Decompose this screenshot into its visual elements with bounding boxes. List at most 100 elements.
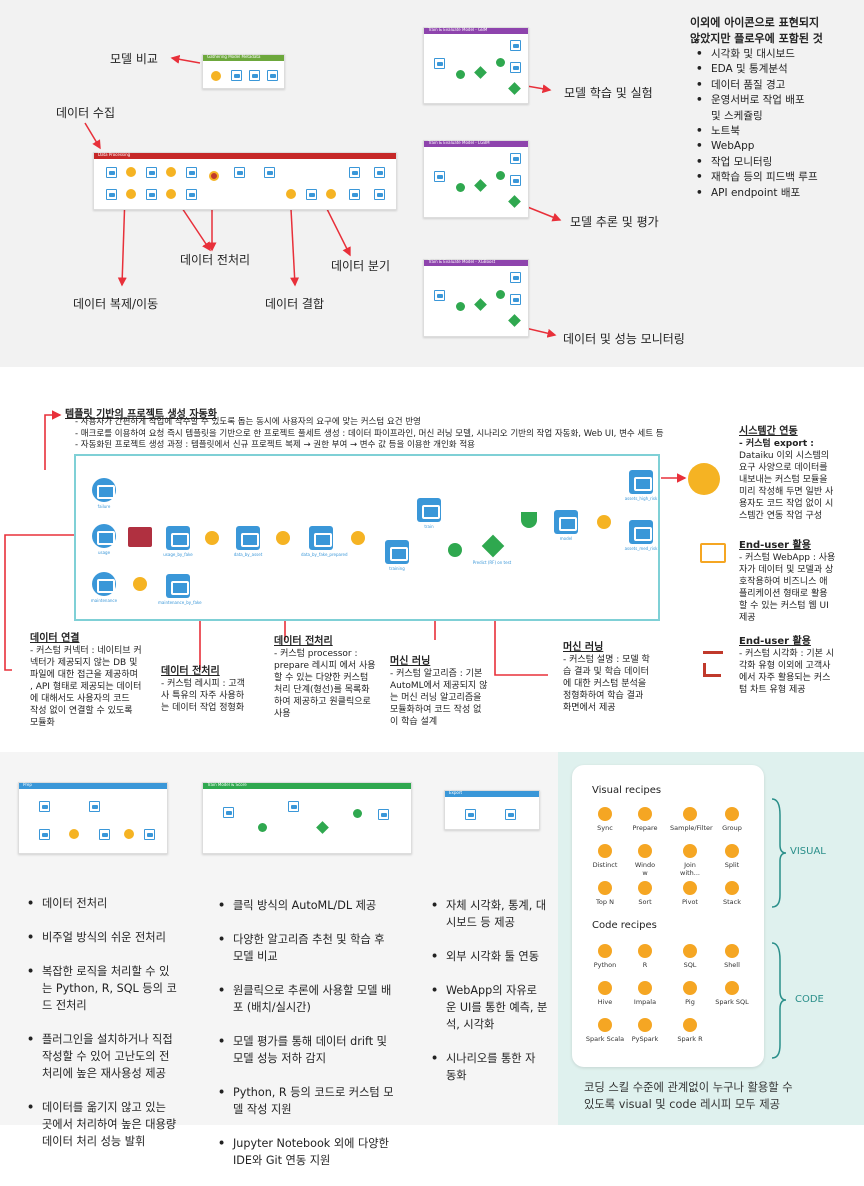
- recipe-label: Python: [593, 961, 617, 969]
- node-data-by-asset[interactable]: [236, 526, 260, 550]
- recipe-icon-visual[interactable]: [598, 881, 612, 895]
- recipe-icon-visual[interactable]: [638, 844, 652, 858]
- recipe-label: PySpark: [631, 1035, 659, 1043]
- flow-gathering-metadata[interactable]: Gathering Model Metadata: [202, 54, 285, 89]
- recipe-icon-code[interactable]: [598, 944, 612, 958]
- flow-title: Prep: [23, 782, 32, 787]
- recipe-icon-visual[interactable]: [598, 807, 612, 821]
- side-list-title: 이외에 아이콘으로 표현되지 않았지만 플로우에 포함된 것: [690, 15, 823, 47]
- bullet: 플러그인을 설치하거나 직접 작성할 수 있어 고난도의 전 처리에 높은 재사…: [24, 1031, 204, 1082]
- node-train[interactable]: [417, 498, 441, 522]
- label-model-train: 모델 학습 및 실험: [564, 86, 653, 100]
- label-model-compare: 모델 비교: [110, 52, 158, 66]
- recipe-icon-visual[interactable]: [683, 844, 697, 858]
- recipe-icon: [326, 189, 336, 199]
- side-item: 데이터 품질 경고: [693, 78, 818, 94]
- bullet: 원클릭으로 추론에 사용할 모델 배 포 (배치/실시간): [215, 982, 425, 1016]
- node-caption: data_by_asset: [233, 552, 263, 557]
- flow-train-score[interactable]: Train Model & Score: [202, 782, 412, 854]
- dataset-icon: [510, 175, 521, 186]
- node-training[interactable]: [385, 540, 409, 564]
- node-usage-by-fake[interactable]: [166, 526, 190, 550]
- recipe-icon-code[interactable]: [638, 1018, 652, 1032]
- dataset-icon: [374, 189, 385, 200]
- prepare-icon: [276, 531, 290, 545]
- train-icon: [456, 183, 465, 192]
- flow-title: Export: [449, 790, 463, 795]
- dataset-icon: [374, 167, 385, 178]
- recipe-icon-code[interactable]: [638, 944, 652, 958]
- side-item: 재학습 등의 피드백 루프: [693, 170, 818, 186]
- recipe-icon-visual[interactable]: [683, 807, 697, 821]
- node-maintenance-by-fake[interactable]: [166, 574, 190, 598]
- flow-train-lgbm[interactable]: Train & Evaluate Model - LGBM: [423, 140, 529, 218]
- flow-title: Train & Evaluate Model - LGBM: [428, 140, 490, 145]
- note-line: prepare 레시피 에서 사용: [274, 661, 376, 671]
- recipe-icon-code[interactable]: [725, 981, 739, 995]
- bullet: 복잡한 로직을 처리할 수 있 는 Python, R, SQL 등의 코 드 …: [24, 963, 204, 1014]
- eval-icon: [508, 195, 521, 208]
- side-item: API endpoint 배포: [693, 186, 818, 202]
- dataset-icon: [349, 189, 360, 200]
- flow-train-xgboost[interactable]: Train & Evaluate Model - XGBoost: [423, 259, 529, 337]
- flow-data-processing[interactable]: Data Processing: [93, 152, 397, 210]
- node-caption: model: [559, 536, 573, 541]
- recipe-icon: [133, 577, 147, 591]
- dataset-icon: [39, 829, 50, 840]
- code-tag: CODE: [795, 994, 824, 1005]
- note-line: 에 대해서도 사용자의 코드: [30, 694, 130, 704]
- node-assets-high-risk[interactable]: [629, 470, 653, 494]
- node-maintenance[interactable]: [92, 572, 116, 596]
- note-line: 에 대한 커스텀 분석을: [563, 679, 647, 689]
- bullet: 데이터 전처리: [24, 895, 204, 912]
- node-data-prepared[interactable]: [309, 526, 333, 550]
- bullet: 다양한 알고리즘 추천 및 학습 후 모델 비교: [215, 931, 425, 965]
- recipe-icon-visual[interactable]: [598, 844, 612, 858]
- custom-recipe-icon[interactable]: [128, 527, 152, 547]
- flow-train-gbm[interactable]: Train & Evaluate Model - GBM: [423, 27, 529, 104]
- flow-export[interactable]: Export: [444, 790, 540, 830]
- bullet: 시나리오를 통한 자 동화: [428, 1050, 558, 1084]
- side-list: 시각화 및 대시보드 EDA 및 통계분석 데이터 품질 경고 운영서버로 작업…: [693, 47, 818, 201]
- node-assets-med-risk[interactable]: [629, 520, 653, 544]
- node-caption: assets_med_risk: [624, 546, 658, 551]
- flow-prep[interactable]: Prep: [18, 782, 168, 854]
- recipe-label: Spark Scala: [585, 1035, 625, 1043]
- bullet: 비주얼 방식의 쉬운 전처리: [24, 929, 204, 946]
- recipe-icon-code[interactable]: [683, 981, 697, 995]
- bullet: 클릭 방식의 AutoML/DL 제공: [215, 897, 425, 914]
- recipe-icon-visual[interactable]: [638, 807, 652, 821]
- note-line: 작성 없이 연결할 수 있도록: [30, 706, 133, 716]
- node-caption: assets_high_risk: [624, 496, 658, 501]
- recipe-icon-code[interactable]: [598, 981, 612, 995]
- node-caption: usage_by_fake: [163, 552, 193, 557]
- recipe-icon-code[interactable]: [683, 1018, 697, 1032]
- note-line: 할 수 있는 다양한 커스텀: [274, 673, 369, 683]
- note-end-user-webapp: End-user 활용 - 커스텀 WebApp : 사용 자가 데이터 및 모…: [739, 540, 859, 624]
- recipes-footer: 코딩 스킬 수준에 관계없이 누구나 활용할 수 있도록 visual 및 co…: [584, 1079, 793, 1113]
- recipe-icon-visual[interactable]: [638, 881, 652, 895]
- recipe-icon-code[interactable]: [725, 944, 739, 958]
- recipe-icon-code[interactable]: [598, 1018, 612, 1032]
- recipe-icon-visual[interactable]: [725, 881, 739, 895]
- recipe-icon-code[interactable]: [683, 944, 697, 958]
- recipe-icon-code[interactable]: [638, 981, 652, 995]
- note-line: - 커스텀 processor :: [274, 649, 358, 659]
- node-usage[interactable]: [92, 524, 116, 548]
- dataset-icon: [510, 153, 521, 164]
- side-item-cont: 및 스케쥴링: [711, 109, 763, 122]
- train-icon: [456, 70, 465, 79]
- recipe-icon-visual[interactable]: [725, 844, 739, 858]
- recipe-icon-visual[interactable]: [683, 881, 697, 895]
- note-line: 호작용하여 비즈니스 애: [739, 577, 828, 587]
- note-title: 데이터 전처리: [274, 636, 333, 647]
- note-line: 사 특유의 자주 사용하: [161, 691, 245, 701]
- note-line: 화면에서 제공: [563, 703, 616, 713]
- note-line: 에서 자주 활용되는 커스: [739, 673, 831, 683]
- recipe-icon: [126, 167, 136, 177]
- webapp-icon: [700, 543, 726, 563]
- node-failure[interactable]: [92, 478, 116, 502]
- dataset-icon: [510, 40, 521, 51]
- recipe-icon-visual[interactable]: [725, 807, 739, 821]
- node-model[interactable]: [554, 510, 578, 534]
